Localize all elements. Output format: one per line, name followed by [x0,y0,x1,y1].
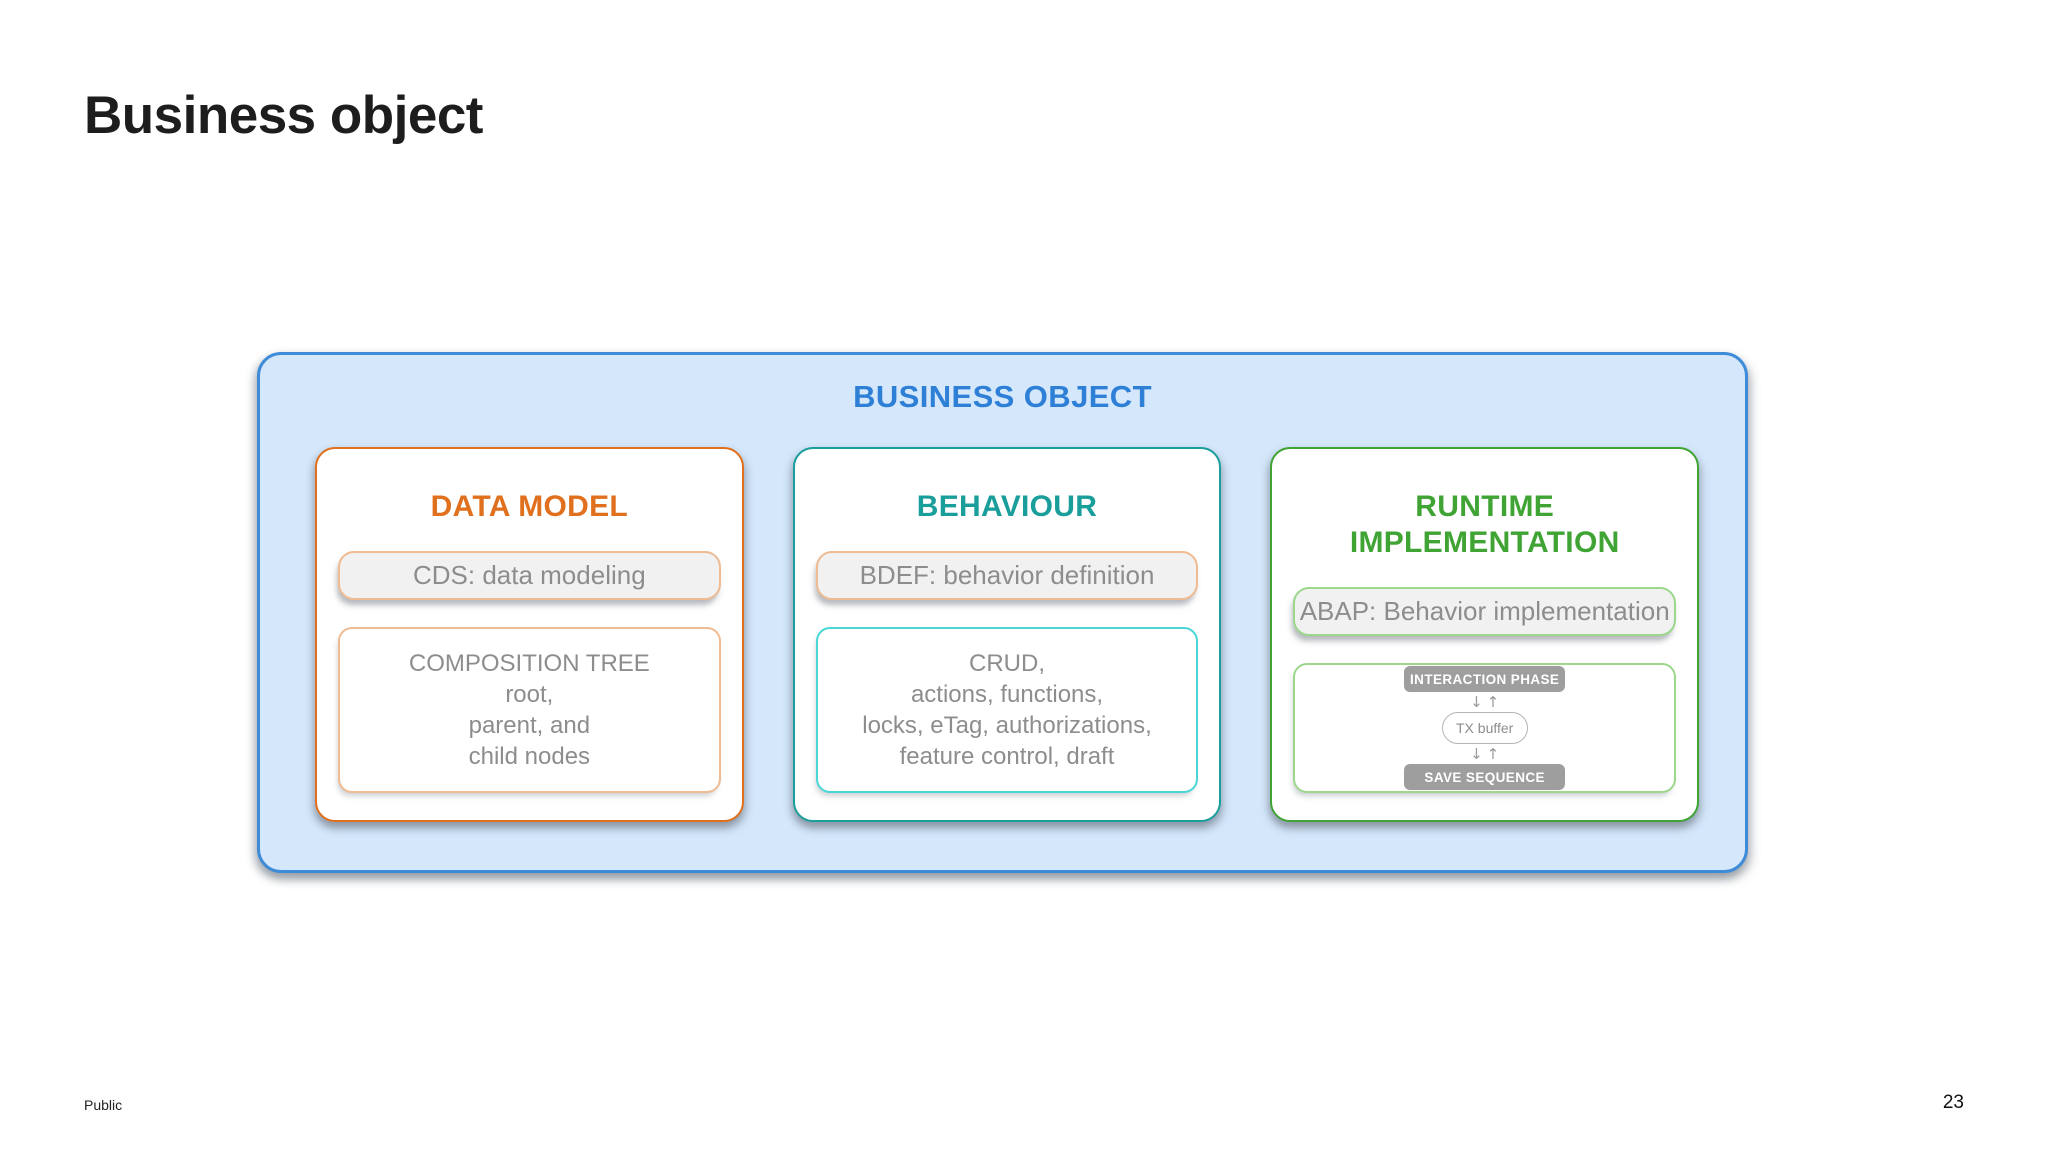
panel-runtime-title: RUNTIME IMPLEMENTATION [1349,490,1620,559]
runtime-flow-box: INTERACTION PHASE ↓↑ TX buffer ↓↑ SAVE S… [1293,663,1677,793]
page-number: 23 [1942,1092,1964,1113]
panel-data-model: DATA MODEL CDS: data modeling COMPOSITIO… [315,447,744,822]
page-title: Business object [84,86,483,145]
box-line: COMPOSITION TREE [408,650,650,677]
business-object-heading: BUSINESS OBJECT [853,379,1152,414]
panel-data-model-title: DATA MODEL [430,490,629,523]
abap-pill: ABAP: Behavior implementation [1293,587,1677,636]
box-line: feature control, draft [899,743,1115,770]
behaviour-capabilities-box: CRUD, actions, functions, locks, eTag, a… [815,627,1199,793]
arrow-up-icon: ↑ [1486,744,1500,763]
bdef-pill: BDEF: behavior definition [815,551,1199,600]
box-line: child nodes [468,743,591,770]
arrow-down-icon: ↓ [1470,692,1483,711]
composition-tree-box: COMPOSITION TREE root, parent, and child… [338,627,721,793]
box-line: root, [505,681,554,708]
sync-arrows-icon: ↓↑ [1470,744,1499,764]
save-sequence-node: SAVE SEQUENCE [1404,764,1566,790]
box-line: parent, and [468,712,591,739]
sync-arrows-icon: ↓↑ [1470,692,1499,712]
panel-behaviour: BEHAVIOUR BDEF: behavior definition CRUD… [792,447,1222,822]
arrow-up-icon: ↑ [1486,692,1500,711]
footer-classification: Public [84,1097,123,1113]
box-line: actions, functions, [910,681,1104,708]
panel-runtime-implementation: RUNTIME IMPLEMENTATION ABAP: Behavior im… [1270,447,1700,822]
cds-pill: CDS: data modeling [338,551,721,600]
interaction-phase-node: INTERACTION PHASE [1404,666,1566,692]
panels-row: DATA MODEL CDS: data modeling COMPOSITIO… [315,447,1700,822]
box-line: CRUD, [969,650,1045,677]
panel-behaviour-title: BEHAVIOUR [916,490,1098,523]
business-object-container: BUSINESS OBJECT DATA MODEL CDS: data mod… [257,352,1748,873]
box-line: locks, eTag, authorizations, [862,712,1152,739]
arrow-down-icon: ↓ [1470,744,1483,763]
tx-buffer-node: TX buffer [1441,712,1528,744]
